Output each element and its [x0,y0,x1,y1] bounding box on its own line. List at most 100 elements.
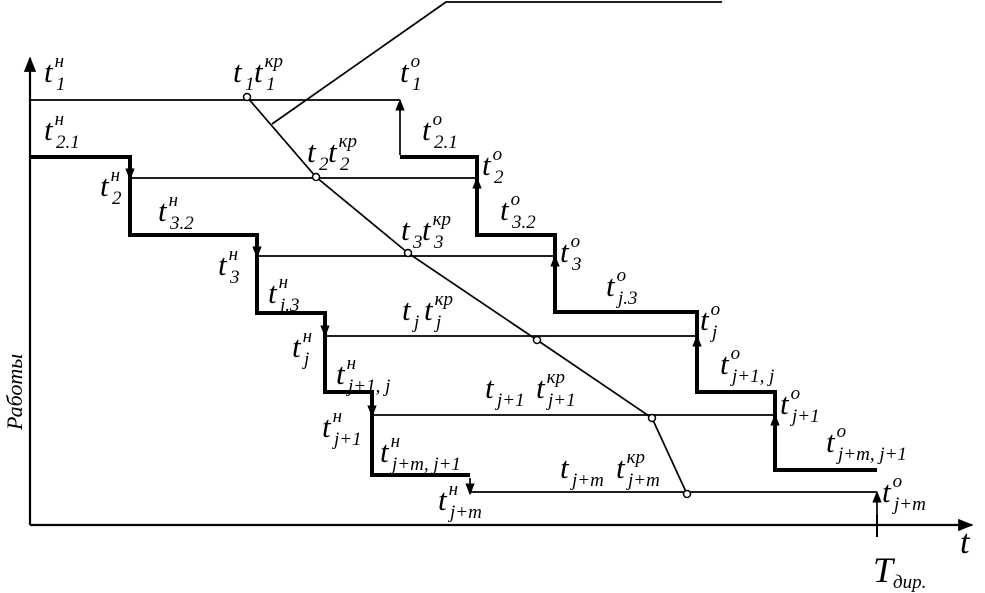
time-label-base: t [826,424,836,459]
critical-path-line [246,96,688,495]
time-label-sub: 3.2 [511,212,536,233]
time-label-base: t [100,168,110,203]
time-label-sub: 2 [112,188,122,209]
time-label-sup: o [893,471,903,492]
time-label-sup: н [111,165,120,186]
time-label-sup: н [229,244,238,265]
critical-points [242,92,692,499]
time-label-sup: н [347,353,356,374]
time-label-base: t [536,370,546,405]
time-label-base: t [606,268,616,303]
directive-time-label: Tдир. [873,550,926,593]
time-label-sub: 1 [56,74,66,95]
time-label-base: t [424,292,434,327]
time-label-sup: кр [627,447,645,468]
time-label-base: t [380,434,390,469]
time-label-sup: кр [435,289,453,310]
time-label-base: t [254,54,264,89]
event-arrows [125,98,882,515]
reference-line [271,1,722,125]
time-label-sub: 3 [229,267,240,288]
time-label-base: t [401,212,411,247]
time-label-base: t [322,409,332,444]
time-label-sup: н [279,272,288,293]
critical-point-jm [682,489,692,499]
time-label-sub: 2 [319,154,329,175]
time-label-sub: 2 [340,154,350,175]
time-label-sup: o [411,51,421,72]
critical-point-j1 [647,413,657,423]
early-start-staircase [30,155,470,477]
time-label-sub: 2.1 [56,132,80,153]
time-label-sub: 1 [412,74,422,95]
time-label-sup: кр [547,367,565,388]
time-label-base: t [422,112,432,147]
time-label-sup: o [617,265,627,286]
time-label-sup: н [55,51,64,72]
time-label-sub: 3.2 [169,213,194,234]
time-label-sub: 3 [571,254,582,275]
time-label-sub: j+1 [494,390,525,411]
time-label-base: t [307,134,317,169]
time-label-sub: 1 [266,74,276,95]
time-label-sub: j.3 [615,288,638,309]
time-label-base: t [882,474,892,509]
time-label-base: t [422,212,432,247]
time-label-sub: j+m [447,502,482,523]
time-label-sub: j+1, j [345,376,390,397]
time-label-base: t [482,147,492,182]
x-axis-label: t [960,524,971,561]
time-label-sub: 3 [433,232,444,253]
time-label-base: t [700,302,710,337]
time-label-sup: o [837,421,847,442]
time-label-sup: o [493,144,503,165]
time-label-base: t [560,450,570,485]
time-label-sub: 3 [412,232,423,253]
time-label-base: t [560,234,570,269]
time-label-sub: j+m, j+1 [835,444,907,465]
time-label-sub: 2.1 [434,132,458,153]
time-label-base: t [44,54,54,89]
time-label-base: t [720,346,730,381]
time-label-sup: кр [433,209,451,230]
y-axis-label: Работы [2,354,27,431]
time-label-sup: кр [265,51,283,72]
time-label-sub: j [709,322,717,343]
time-label-sub: j+1, j [729,366,774,387]
time-label-base: t [233,54,243,89]
time-label-sub: j+1 [545,390,576,411]
time-label-sub: 2 [494,167,504,188]
time-label-base: t [292,329,302,364]
time-label-base: t [485,370,495,405]
time-label-sup: кр [339,131,357,152]
time-label-base: t [268,275,278,310]
time-label-sup: o [791,383,801,404]
time-label-sup: o [433,109,443,130]
